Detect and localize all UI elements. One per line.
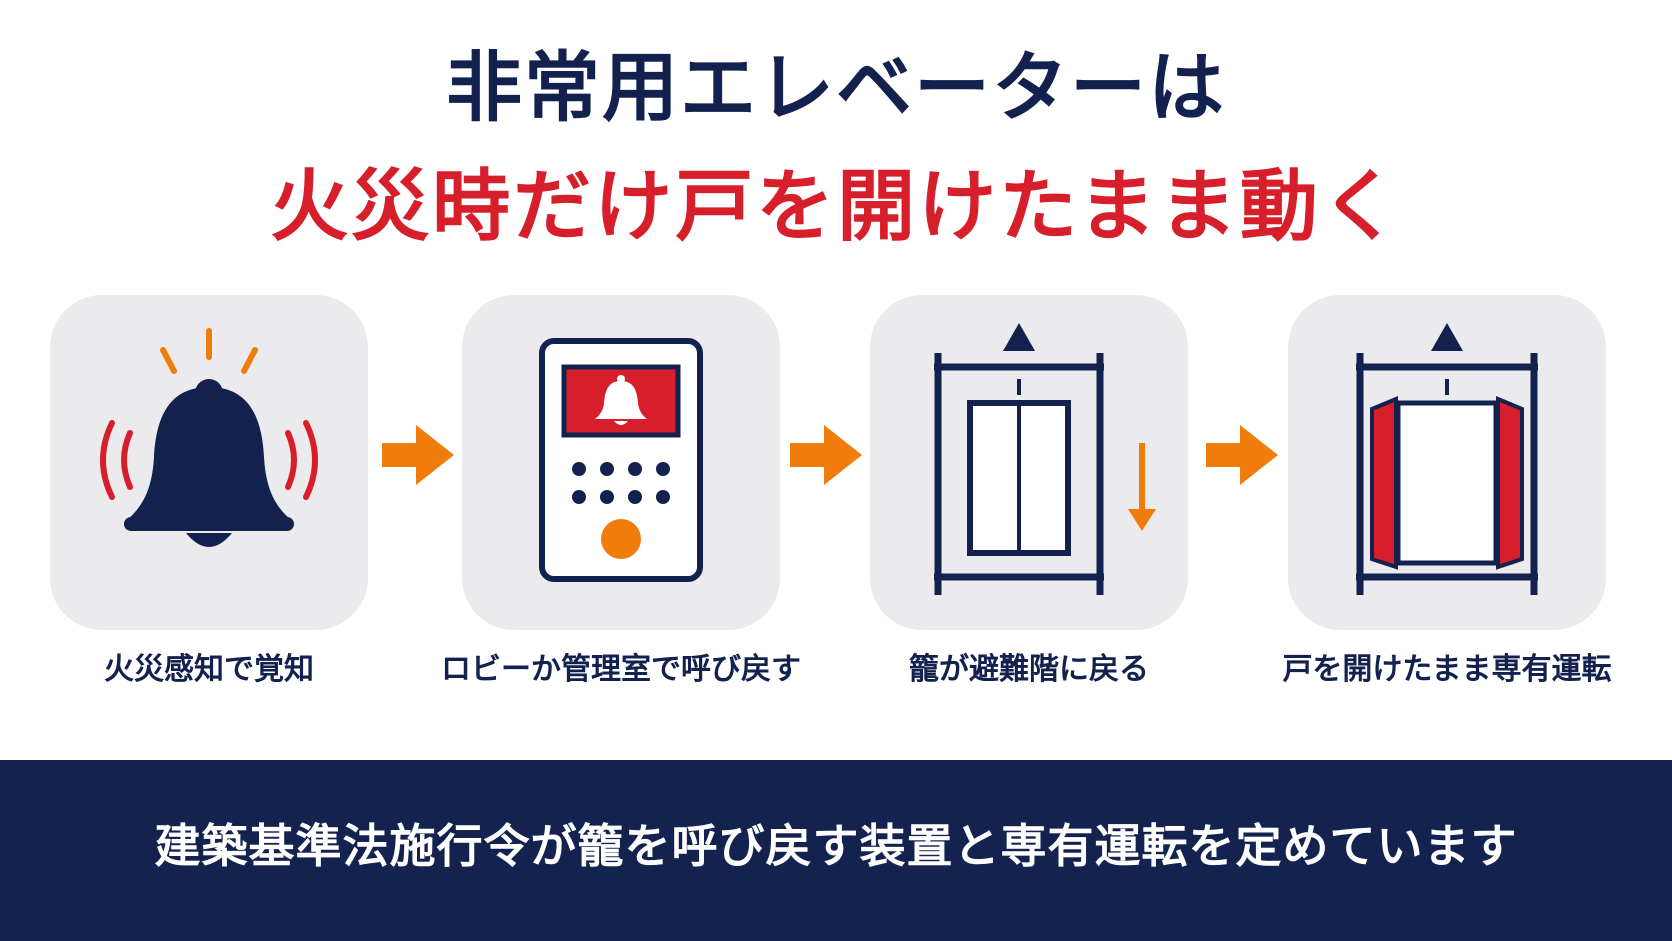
- step-card-2: [462, 295, 780, 630]
- title-line-2: 火災時だけ戸を開けたまま動く: [270, 162, 1402, 252]
- step-card-4: [1288, 295, 1606, 630]
- down-arrow-icon: [1128, 443, 1156, 531]
- title-line-1: 非常用エレベーターは: [446, 43, 1226, 132]
- footer-text: 建築基準法施行令が籠を呼び戻す装置と専有運転を定めています: [154, 819, 1518, 873]
- control-panel-icon: [539, 338, 703, 582]
- arrow-right-icon: [790, 425, 862, 485]
- arrow-right-icon: [1206, 425, 1278, 485]
- footer-band: 建築基準法施行令が籠を呼び戻す装置と専有運転を定めています: [0, 760, 1672, 941]
- elevator-doors-open-icon: [1356, 323, 1538, 595]
- alarm-bell-icon: [100, 328, 318, 547]
- screen-bell-icon: [595, 375, 647, 425]
- step-label-1: 火災感知で覚知: [104, 652, 314, 687]
- elevator-descending-icon: [934, 323, 1156, 595]
- step-label-4: 戸を開けたまま専有運転: [1282, 652, 1612, 687]
- arrow-right-icon: [382, 425, 454, 485]
- step-label-3: 籠が避難階に戻る: [909, 652, 1149, 687]
- step-label-2: ロビーか管理室で呼び戻す: [441, 652, 801, 687]
- step-card-1: [50, 295, 368, 630]
- step-card-3: [870, 295, 1188, 630]
